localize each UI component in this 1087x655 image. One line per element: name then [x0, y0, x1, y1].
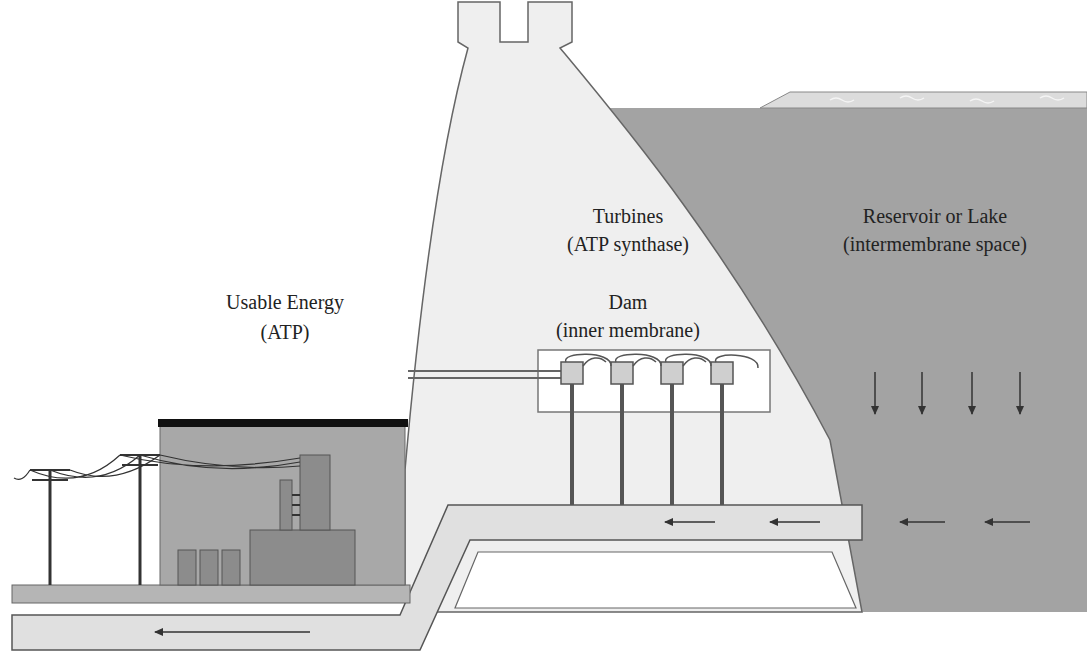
- flow-arrows-part: [665, 521, 715, 523]
- power-house-part: [292, 514, 300, 516]
- label-holder: Turbines: [593, 204, 663, 228]
- power-house-part: [222, 550, 240, 585]
- power-house-part: [292, 504, 300, 506]
- turbines-part: [666, 354, 711, 366]
- flow-arrows-part: [1019, 372, 1021, 414]
- label-holder: Reservoir or Lake: [863, 204, 1007, 228]
- part-label: (ATP): [261, 320, 310, 344]
- ground-slab: [12, 585, 410, 603]
- flow-arrows-part: [921, 372, 923, 414]
- power-lines-part: [14, 470, 30, 479]
- power-house-part: [250, 530, 355, 585]
- power-house-part: [160, 425, 405, 585]
- turbines-part: [715, 355, 758, 368]
- part-label: Turbines: [593, 204, 663, 228]
- label-holder: (ATP): [261, 320, 310, 344]
- flow-arrows-part: [155, 631, 310, 633]
- turbines: [561, 354, 758, 505]
- turbine-housing-part: [408, 370, 562, 372]
- power-lines-part: [139, 455, 142, 585]
- power-house-part: [200, 550, 218, 585]
- part-label: Usable Energy: [226, 290, 344, 314]
- label-holder: (intermembrane space): [843, 232, 1027, 256]
- turbines-part: [566, 354, 611, 366]
- label-holder: Usable Energy: [226, 290, 344, 314]
- power-house: [158, 419, 408, 585]
- power-house-part: [292, 494, 300, 496]
- power-house-part: [280, 480, 292, 530]
- flow-arrows: [155, 372, 1030, 632]
- turbines-part: [661, 362, 683, 384]
- flow-arrows-part: [985, 521, 1030, 523]
- power-house-part: [300, 455, 330, 530]
- part-label: (inner membrane): [556, 318, 700, 342]
- water-channel-part: [455, 552, 856, 608]
- turbines-part: [616, 354, 661, 366]
- label-holder: (inner membrane): [556, 318, 700, 342]
- reservoir-part: [830, 96, 1064, 103]
- flow-arrows-part: [900, 521, 945, 523]
- turbines-part: [561, 362, 583, 384]
- power-lines: [14, 455, 300, 585]
- part-label: (ATP synthase): [567, 232, 689, 256]
- part-label: Dam: [609, 290, 648, 314]
- power-lines-part: [30, 455, 160, 478]
- part-label: Reservoir or Lake: [863, 204, 1007, 228]
- flow-arrows-part: [874, 372, 876, 414]
- power-lines-part: [32, 479, 68, 481]
- turbines-part: [720, 384, 724, 505]
- ground-slab-part: [12, 585, 410, 603]
- reservoir-part: [760, 92, 1087, 108]
- power-house-part: [178, 550, 196, 585]
- turbines-part: [711, 362, 733, 384]
- power-lines-part: [49, 470, 52, 585]
- turbines-part: [620, 384, 624, 505]
- label-holder: Dam: [609, 290, 648, 314]
- flow-arrows-part: [770, 521, 820, 523]
- turbine-housing: [408, 350, 770, 412]
- turbines-part: [611, 362, 633, 384]
- turbine-housing-part: [408, 377, 562, 379]
- power-house-part: [158, 419, 408, 427]
- power-lines-part: [120, 455, 300, 469]
- flow-arrows-part: [971, 372, 973, 414]
- turbines-part: [670, 384, 674, 505]
- label-holder: (ATP synthase): [567, 232, 689, 256]
- turbines-part: [570, 384, 574, 505]
- part-label: (intermembrane space): [843, 232, 1027, 256]
